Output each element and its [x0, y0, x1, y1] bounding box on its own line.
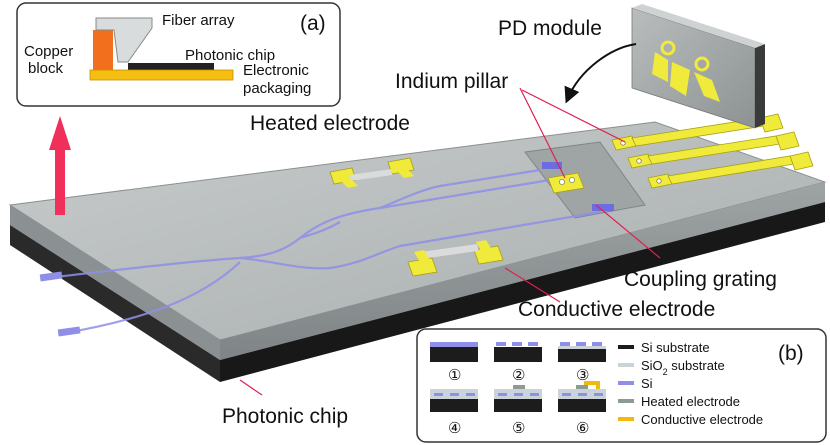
- electronic-packaging: [89, 69, 234, 81]
- process-step-3: [558, 342, 606, 362]
- label-photonic-chip: Photonic chip: [222, 405, 348, 428]
- heated-electrode-top: [329, 157, 415, 188]
- inset-a-fiber-array: Fiber array: [162, 12, 235, 29]
- label-conductive-electrode: Conductive electrode: [518, 298, 715, 321]
- conductive-electrodes: [611, 113, 814, 189]
- process-step-5: [494, 385, 542, 412]
- step-number-6: ⑥: [576, 420, 589, 437]
- copper-block: [93, 30, 113, 72]
- input-grating-1: [39, 271, 63, 282]
- legend: Si substrate SiO2 substrate Si Heated el…: [618, 340, 763, 427]
- inset-a-photonic-chip: Photonic chip: [185, 47, 275, 64]
- pd-flip-arrow: [564, 43, 637, 104]
- process-step-2: [494, 342, 542, 362]
- fiber-array: [95, 17, 153, 63]
- legend-sio2-substrate: SiO2 substrate: [641, 358, 725, 377]
- electrode-contacts: [620, 140, 662, 184]
- legend-si-substrate: Si substrate: [641, 340, 710, 355]
- inset-b: (b): [416, 328, 827, 443]
- legend-conductive-electrode: Conductive electrode: [641, 412, 763, 427]
- step-number-1: ①: [448, 367, 461, 384]
- pd-module: [631, 4, 765, 129]
- step-number-2: ②: [512, 367, 525, 384]
- process-step-4: [430, 389, 478, 412]
- label-coupling-grating: Coupling grating: [624, 268, 777, 291]
- inset-a-packaging: packaging: [243, 80, 311, 97]
- legend-heated-electrode: Heated electrode: [641, 394, 740, 409]
- inset-a-block: block: [28, 60, 64, 77]
- inset-a-electronic: Electronic: [243, 62, 309, 79]
- inset-a: (a) Fiber array Photonic chip Copper blo…: [16, 2, 341, 107]
- inset-a-copper: Copper: [24, 43, 73, 60]
- step-number-3: ③: [576, 367, 589, 384]
- chip-recess: [524, 141, 646, 219]
- coupling-grating-2: [592, 204, 614, 211]
- inset-b-tag: (b): [778, 342, 804, 365]
- legend-si: Si: [641, 376, 653, 391]
- waveguide-network: [44, 168, 601, 335]
- coupling-grating-1: [542, 162, 562, 169]
- label-indium-pillar: Indium pillar: [395, 70, 508, 93]
- red-up-arrow: [49, 116, 71, 215]
- inset-a-tag: (a): [300, 12, 326, 35]
- inset-photonic-chip: [128, 63, 214, 70]
- process-step-1: [430, 342, 478, 362]
- label-pd-module: PD module: [498, 17, 602, 40]
- step-number-4: ④: [448, 420, 461, 437]
- label-heated-electrode: Heated electrode: [250, 112, 410, 135]
- indium-pillar-pad: [547, 172, 585, 194]
- heated-electrode-bottom: [407, 240, 504, 277]
- process-step-6: [558, 381, 606, 412]
- step-number-5: ⑤: [512, 420, 525, 437]
- input-grating-2: [57, 326, 81, 337]
